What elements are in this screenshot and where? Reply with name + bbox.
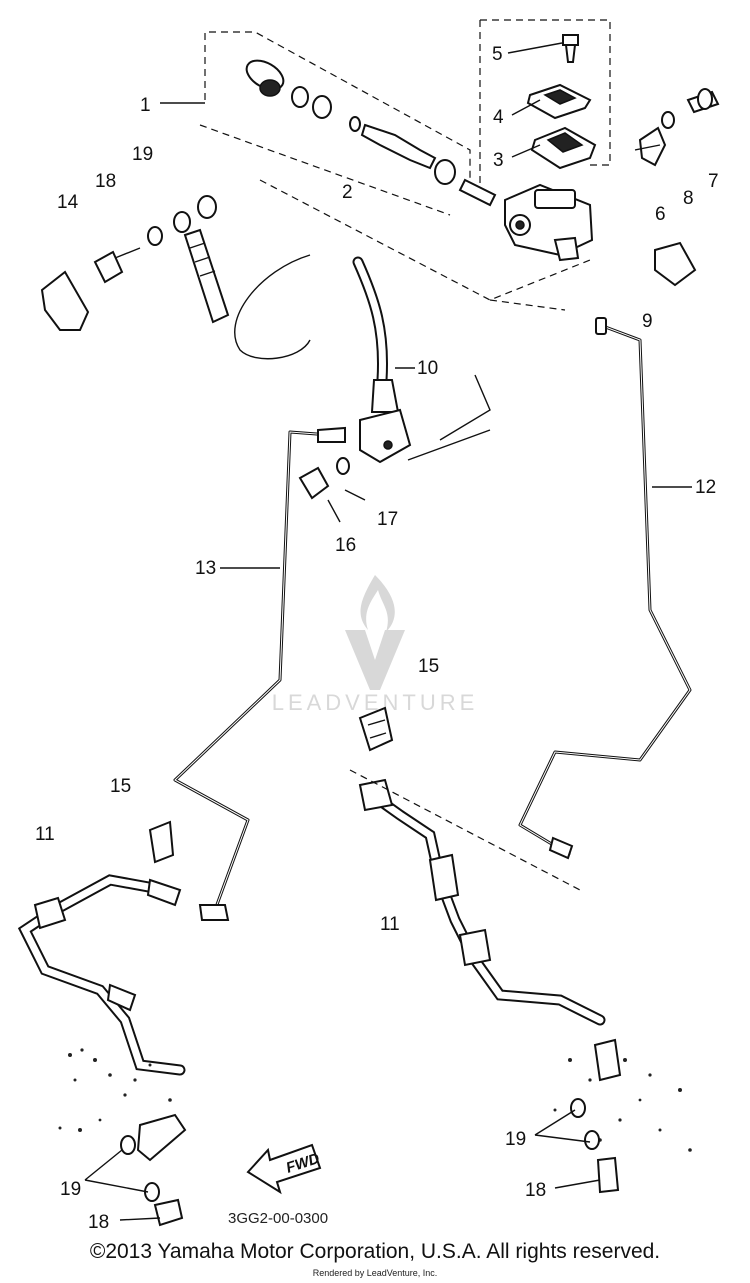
part-8-washer bbox=[661, 111, 675, 129]
part-13-brake-pipe-left bbox=[173, 426, 346, 921]
hose-right-route bbox=[349, 769, 581, 891]
caliper-left-banjo bbox=[120, 1113, 187, 1227]
part-16-bolt bbox=[298, 466, 330, 500]
callout-19-right: 19 bbox=[505, 1129, 526, 1150]
hose-route-curve bbox=[234, 254, 311, 360]
callout-12: 12 bbox=[695, 477, 716, 498]
callout-11-right: 11 bbox=[380, 914, 400, 935]
part-9-boot bbox=[654, 241, 697, 287]
part-10-brake-hose bbox=[352, 256, 400, 413]
leader-lines bbox=[84, 42, 692, 1221]
callout-6: 6 bbox=[655, 204, 666, 225]
callout-9: 9 bbox=[642, 311, 653, 332]
part-19-washers-top bbox=[147, 195, 217, 246]
copyright-notice: ©2013 Yamaha Motor Corporation, U.S.A. A… bbox=[89, 1240, 661, 1263]
callout-2: 2 bbox=[342, 182, 353, 203]
joint-route bbox=[439, 374, 491, 441]
callout-17: 17 bbox=[377, 509, 398, 530]
rendered-by-note: Rendered by LeadVenture, Inc. bbox=[312, 1268, 438, 1278]
part-14-cover bbox=[40, 270, 90, 331]
callout-19-left: 19 bbox=[60, 1179, 81, 1200]
caliper-left-fragments bbox=[58, 1048, 172, 1132]
callout-18-right: 18 bbox=[525, 1180, 546, 1201]
part-code: 3GG2-00-0300 bbox=[228, 1210, 328, 1227]
part-12-brake-pipe-right bbox=[518, 317, 692, 860]
part-3-diaphragm bbox=[530, 126, 597, 170]
callout-8: 8 bbox=[683, 188, 694, 209]
callout-18-left: 18 bbox=[88, 1212, 109, 1233]
part-6-master-cylinder bbox=[504, 183, 594, 262]
brake-hose-top bbox=[183, 228, 230, 324]
joint-leader bbox=[407, 429, 491, 461]
part-15-clip-right bbox=[358, 706, 394, 752]
callout-19-top: 19 bbox=[132, 144, 153, 165]
callout-7: 7 bbox=[708, 171, 719, 192]
part-11-brake-hose-right bbox=[358, 778, 606, 1026]
watermark-text: LEADVENTURE bbox=[272, 690, 479, 715]
part-18-union-bolt-top bbox=[93, 247, 141, 284]
caliper-right-banjo bbox=[570, 1038, 622, 1194]
part-11-brake-hose-left bbox=[17, 874, 186, 1076]
callout-5: 5 bbox=[492, 44, 503, 65]
caliper-right-fragments bbox=[553, 1058, 692, 1152]
callout-14: 14 bbox=[57, 192, 79, 213]
part-5-screw bbox=[562, 34, 579, 63]
part-15-clip-left bbox=[148, 820, 175, 864]
callout-16: 16 bbox=[335, 535, 356, 556]
fwd-arrow: FWD bbox=[246, 1143, 322, 1195]
part-17-washer bbox=[336, 457, 350, 475]
callout-10: 10 bbox=[417, 358, 438, 379]
callout-15-right: 15 bbox=[418, 656, 439, 677]
callout-1: 1 bbox=[140, 95, 151, 116]
callout-4: 4 bbox=[493, 107, 504, 128]
part-7-bolt bbox=[686, 88, 720, 114]
callout-15-left: 15 bbox=[110, 776, 131, 797]
leadventure-watermark: LEADVENTURE bbox=[272, 575, 479, 715]
callout-labels: 1 2 3 4 5 6 7 8 9 10 11 11 12 13 14 15 1… bbox=[35, 44, 719, 1233]
callout-18-top: 18 bbox=[95, 171, 116, 192]
master-cylinder-group-outline bbox=[199, 19, 611, 311]
brake-hose-joint bbox=[359, 408, 412, 464]
callout-11-left: 11 bbox=[35, 824, 55, 845]
callout-13: 13 bbox=[195, 558, 216, 579]
callout-3: 3 bbox=[493, 150, 504, 171]
part-2-piston-kit bbox=[245, 59, 497, 207]
part-4-reservoir-cap bbox=[526, 83, 592, 120]
